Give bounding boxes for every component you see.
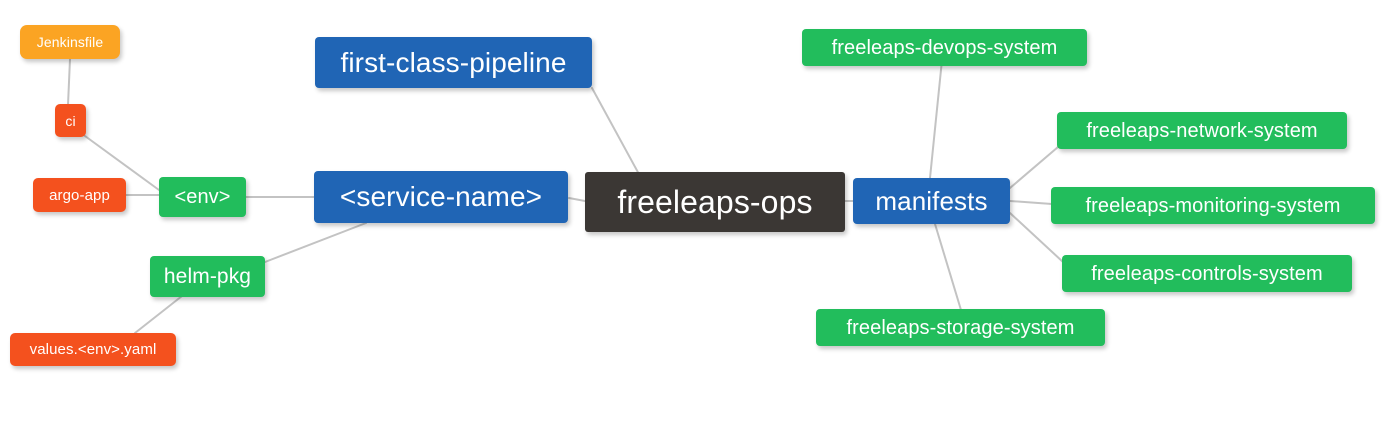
node-freeleaps-network-system[interactable]: freeleaps-network-system	[1057, 112, 1347, 149]
node-label-freeleaps-ops: freeleaps-ops	[617, 184, 813, 220]
node-argo-app[interactable]: argo-app	[33, 178, 126, 212]
node-label-first-class-pipeline: first-class-pipeline	[340, 46, 567, 78]
edge-ci-jenkinsfile	[67, 58, 71, 106]
node-env[interactable]: <env>	[159, 177, 246, 217]
edge-manifests-network-system	[1009, 146, 1059, 189]
node-label-manifests: manifests	[875, 186, 988, 216]
node-freeleaps-controls-system[interactable]: freeleaps-controls-system	[1062, 255, 1352, 292]
node-values-yaml[interactable]: values.<env>.yaml	[10, 333, 176, 366]
node-label-freeleaps-controls-system: freeleaps-controls-system	[1091, 262, 1323, 285]
node-helm-pkg[interactable]: helm-pkg	[150, 256, 265, 297]
node-freeleaps-storage-system[interactable]: freeleaps-storage-system	[816, 309, 1105, 346]
node-freeleaps-devops-system[interactable]: freeleaps-devops-system	[802, 29, 1087, 66]
node-label-helm-pkg: helm-pkg	[163, 265, 252, 288]
node-label-service-name: <service-name>	[339, 181, 543, 212]
edge-root-service-name	[568, 197, 586, 202]
edge-manifests-monitoring-system	[1009, 200, 1053, 205]
node-ci[interactable]: ci	[55, 104, 86, 137]
node-label-freeleaps-storage-system: freeleaps-storage-system	[846, 316, 1075, 339]
node-label-env: <env>	[174, 186, 231, 208]
edge-helm-pkg-values-yaml	[134, 295, 183, 334]
node-first-class-pipeline[interactable]: first-class-pipeline	[315, 37, 592, 88]
node-service-name[interactable]: <service-name>	[314, 171, 568, 223]
node-label-freeleaps-devops-system: freeleaps-devops-system	[831, 36, 1058, 59]
node-label-values-yaml: values.<env>.yaml	[29, 341, 157, 358]
edge-manifests-devops-system	[929, 59, 943, 179]
node-label-argo-app: argo-app	[49, 186, 110, 204]
node-label-ci: ci	[65, 112, 76, 129]
node-manifests[interactable]: manifests	[853, 178, 1010, 224]
node-freeleaps-ops[interactable]: freeleaps-ops	[585, 172, 845, 232]
node-label-jenkinsfile: Jenkinsfile	[36, 34, 104, 50]
edge-manifests-storage-system	[934, 223, 962, 311]
node-label-freeleaps-network-system: freeleaps-network-system	[1086, 119, 1318, 142]
node-label-freeleaps-monitoring-system: freeleaps-monitoring-system	[1085, 194, 1341, 217]
node-freeleaps-monitoring-system[interactable]: freeleaps-monitoring-system	[1051, 187, 1375, 224]
edge-root-first-class-pipeline	[591, 87, 641, 177]
node-jenkinsfile[interactable]: Jenkinsfile	[20, 25, 120, 59]
edge-service-name-helm-pkg	[264, 222, 367, 263]
